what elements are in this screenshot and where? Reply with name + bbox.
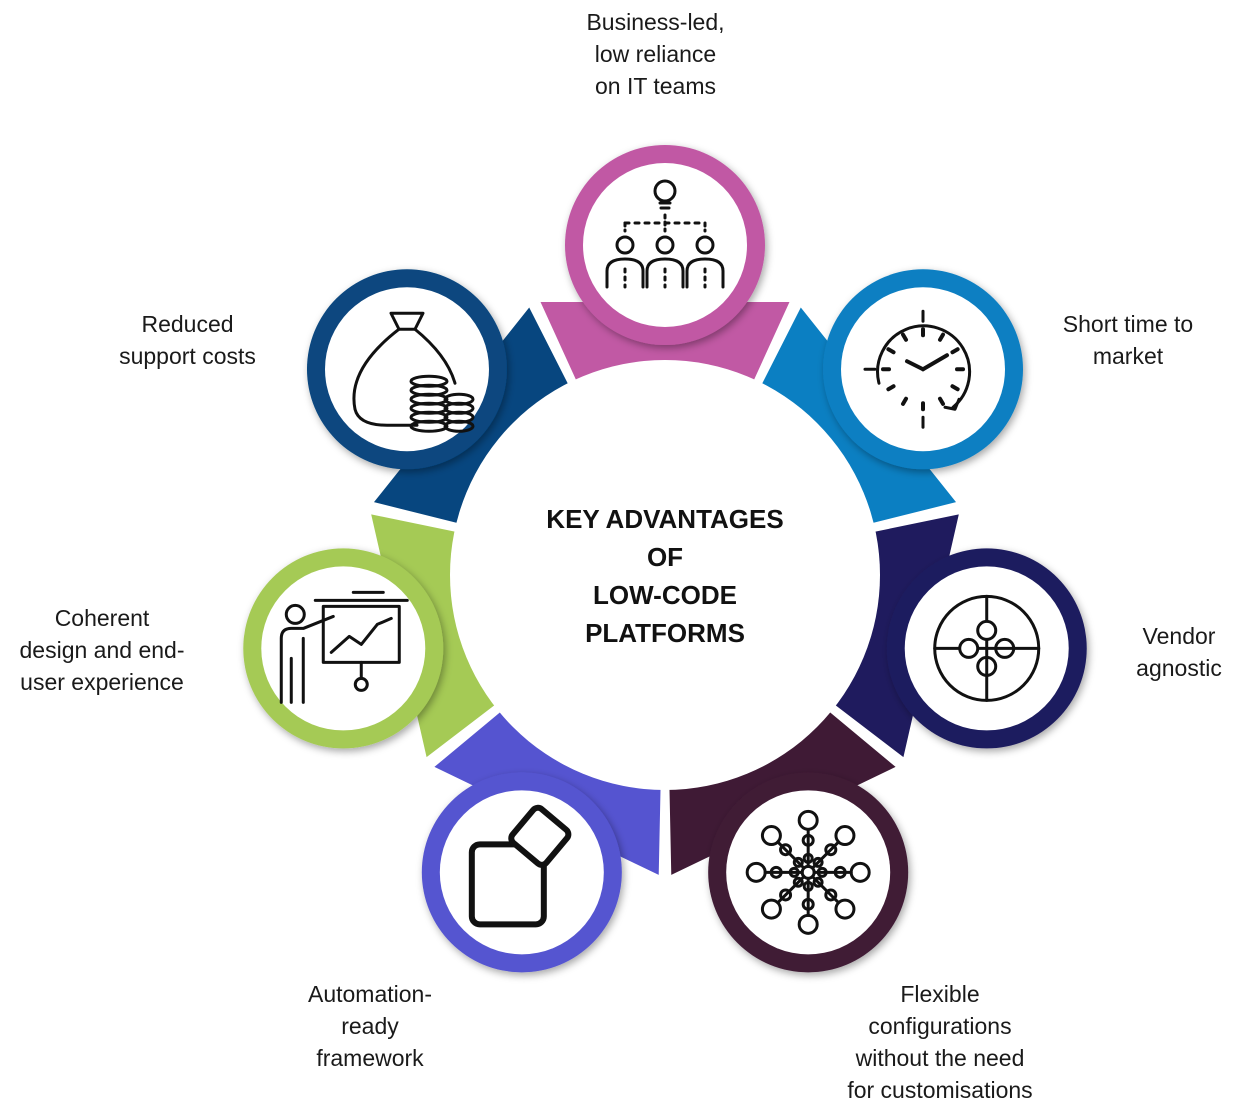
- clock-icon: [863, 309, 972, 429]
- label-vendor-agnostic: Vendor agnostic: [1136, 623, 1222, 681]
- label-reduced-support-costs: Reduced support costs: [119, 311, 256, 369]
- presentation-icon: [279, 590, 409, 704]
- center-title: KEY ADVANTAGES OF LOW-CODE PLATFORMS: [546, 504, 784, 648]
- node-flexible-configurations: [708, 772, 909, 973]
- node-face: [583, 163, 747, 327]
- label-short-time-to-market: Short time to market: [1062, 311, 1194, 369]
- squares-icon: [468, 804, 572, 928]
- node-face: [726, 790, 891, 955]
- node-face: [439, 790, 604, 955]
- node-automation-ready: [421, 772, 622, 973]
- node-reduced-costs: [306, 269, 507, 470]
- network-icon: [745, 809, 871, 935]
- node-time-to-market: [823, 269, 1024, 470]
- center-circle: [450, 360, 880, 790]
- label-flexible-configurations: Flexible configurations without the need…: [847, 981, 1033, 1103]
- node-business-led: [565, 145, 765, 345]
- label-automation-ready: Automation- ready framework: [307, 981, 432, 1071]
- label-business-led: Business-led, low reliance on IT teams: [586, 9, 725, 99]
- node-coherent-design: [243, 548, 444, 749]
- puzzle-icon: [933, 594, 1041, 702]
- money-bag-icon: [352, 311, 475, 433]
- advantage-nodes: [243, 145, 1087, 973]
- node-vendor-agnostic: [886, 548, 1087, 749]
- team-idea-icon: [605, 179, 725, 289]
- label-coherent-design: Coherent design and end- user experience: [19, 605, 185, 695]
